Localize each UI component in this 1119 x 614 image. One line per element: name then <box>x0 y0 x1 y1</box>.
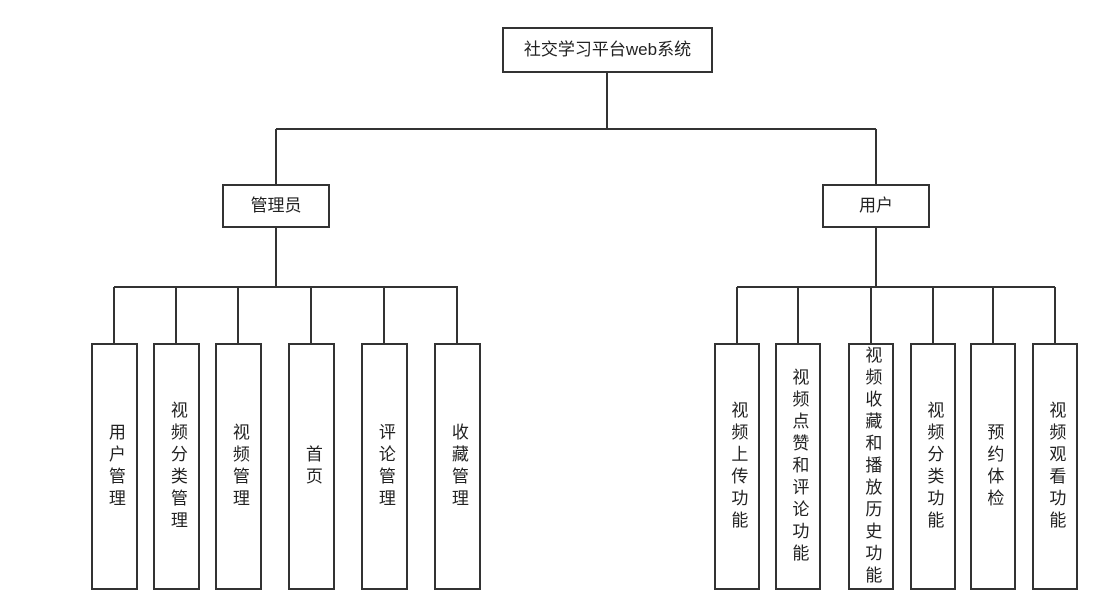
node-label: 用户管理 <box>105 422 125 511</box>
node-video-like-comment: 视频点赞和评论功能 <box>775 343 821 590</box>
node-appointment-checkup: 预约体检 <box>970 343 1016 590</box>
node-label: 视频分类管理 <box>167 400 187 533</box>
node-video-favorite-history: 视频收藏和播放历史功能 <box>848 343 894 590</box>
node-comment-management: 评论管理 <box>361 343 408 590</box>
node-homepage: 首页 <box>288 343 335 590</box>
node-admin: 管理员 <box>222 184 330 228</box>
node-favorites-management: 收藏管理 <box>434 343 481 590</box>
node-label: 视频上传功能 <box>728 400 748 533</box>
node-video-watch: 视频观看功能 <box>1032 343 1078 590</box>
node-video-management: 视频管理 <box>215 343 262 590</box>
tree-connector-path <box>113 73 1056 343</box>
node-user-management: 用户管理 <box>91 343 138 590</box>
node-label: 预约体检 <box>984 422 1004 511</box>
node-video-category-management: 视频分类管理 <box>153 343 200 590</box>
node-label: 视频观看功能 <box>1046 400 1066 533</box>
node-root-system: 社交学习平台web系统 <box>502 27 713 73</box>
node-label: 视频点赞和评论功能 <box>789 367 809 566</box>
node-label: 收藏管理 <box>448 422 468 511</box>
node-label: 首页 <box>302 444 322 489</box>
node-label: 视频分类功能 <box>924 400 944 533</box>
node-video-category: 视频分类功能 <box>910 343 956 590</box>
node-label: 评论管理 <box>375 422 395 511</box>
node-label: 视频收藏和播放历史功能 <box>862 345 882 588</box>
node-video-upload: 视频上传功能 <box>714 343 760 590</box>
node-user: 用户 <box>822 184 930 228</box>
node-label: 视频管理 <box>229 422 249 511</box>
